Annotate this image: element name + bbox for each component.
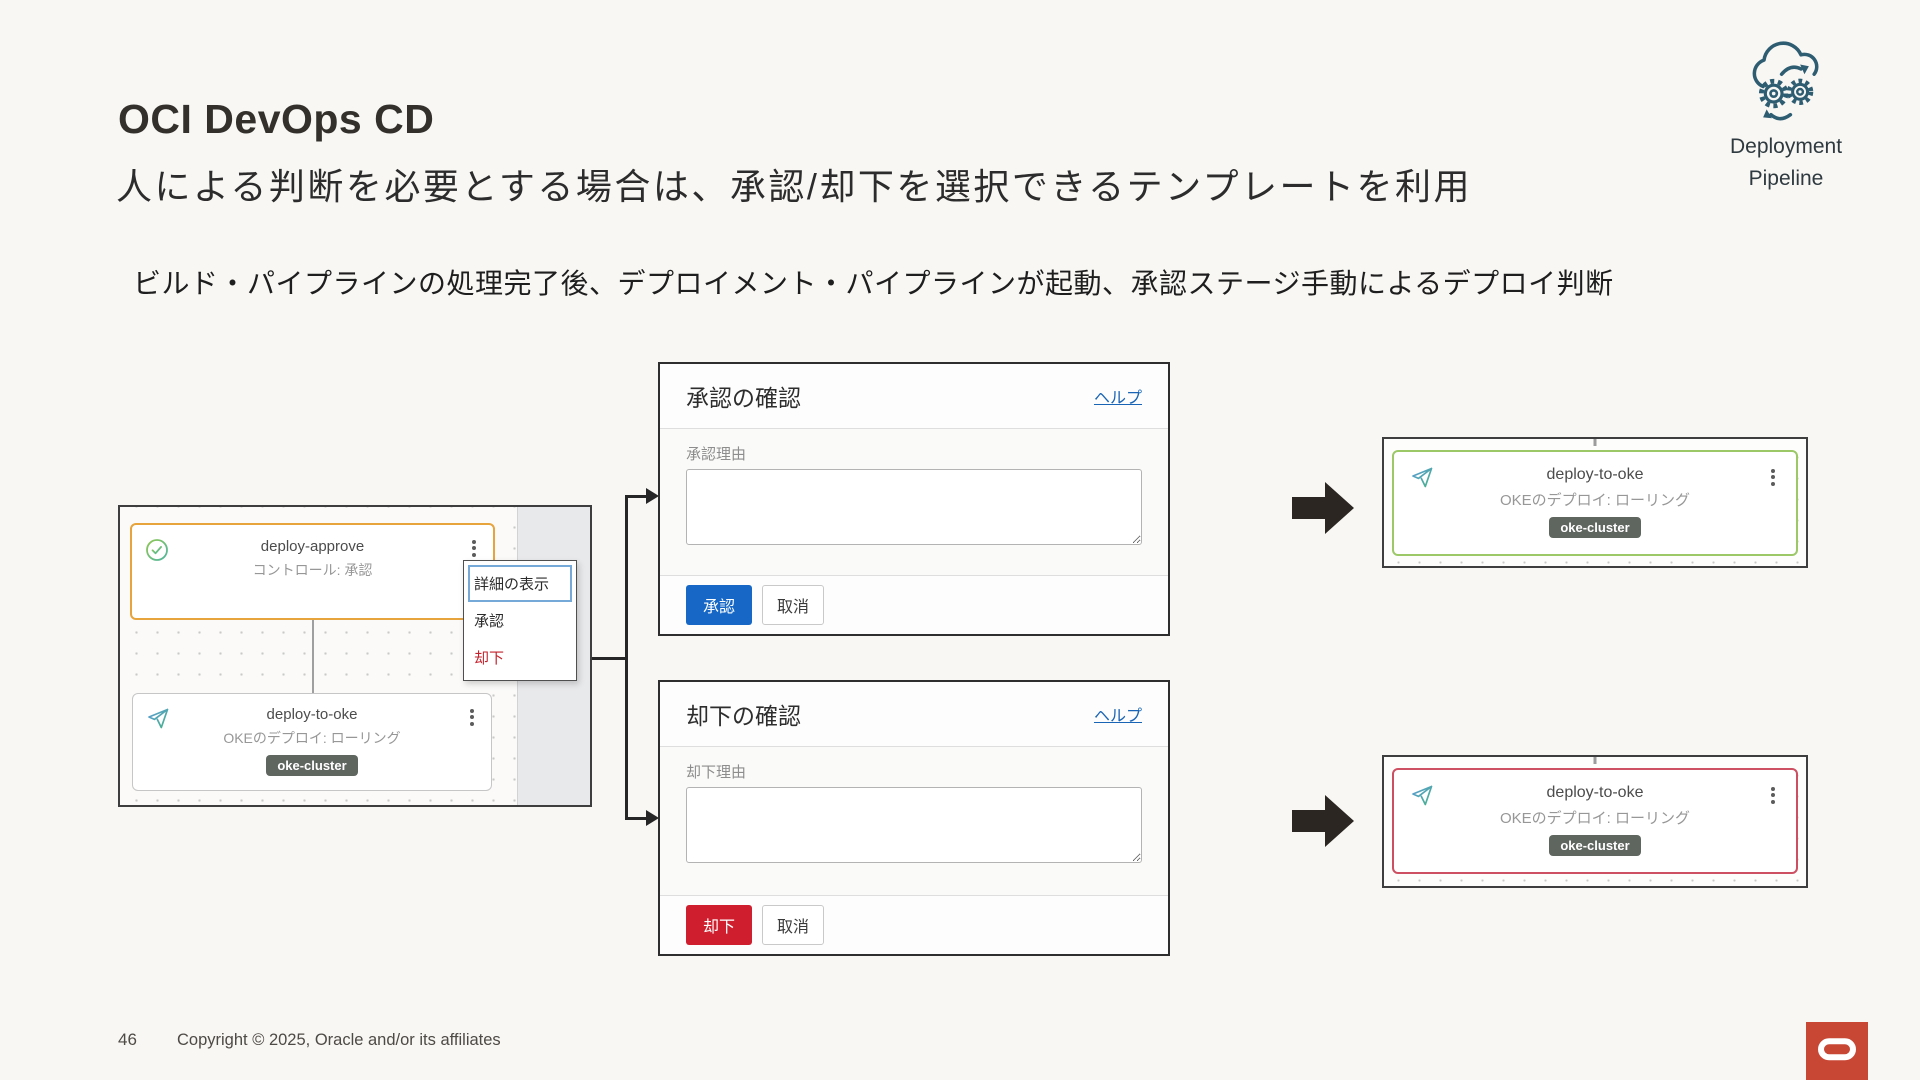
rejected-stage-card[interactable]: deploy-to-oke OKEのデプロイ: ローリング oke-cluste…: [1392, 768, 1798, 874]
stage-name: deploy-to-oke: [1546, 784, 1644, 801]
kebab-menu-icon[interactable]: [467, 537, 481, 559]
copyright-text: Copyright © 2025, Oracle and/or its affi…: [177, 1031, 501, 1049]
stage-type: OKEのデプロイ: ローリング: [223, 730, 401, 746]
kebab-menu-icon[interactable]: [1766, 784, 1780, 806]
deploy-plane-icon: [146, 707, 170, 736]
oracle-o-icon: [1818, 1038, 1856, 1061]
approved-stage-card[interactable]: deploy-to-oke OKEのデプロイ: ローリング oke-cluste…: [1392, 450, 1798, 556]
menu-item-approve[interactable]: 承認: [474, 613, 505, 630]
approval-reason-textarea[interactable]: [686, 469, 1142, 545]
page-description: ビルド・パイプラインの処理完了後、デプロイメント・パイプラインが起動、承認ステー…: [133, 268, 1614, 299]
flow-arrowhead-bottom: [646, 810, 659, 826]
rejection-dialog: 却下の確認 ヘルプ 却下理由 却下 取消: [658, 680, 1170, 956]
stage-context-menu: 詳細の表示 承認 却下: [463, 560, 577, 681]
oke-cluster-tag: oke-cluster: [1549, 517, 1641, 538]
stage-type: コントロール: 承認: [252, 562, 373, 578]
rejection-dialog-body: 却下理由: [660, 747, 1168, 896]
approval-reason-label: 承認理由: [686, 446, 747, 463]
menu-item-view-details[interactable]: 詳細の表示: [468, 565, 572, 602]
cancel-button[interactable]: 取消: [762, 905, 825, 945]
rejected-result-frame: deploy-to-oke OKEのデプロイ: ローリング oke-cluste…: [1382, 755, 1808, 888]
result-arrow-bottom: [1292, 795, 1354, 852]
stage-connector-line: [312, 620, 314, 693]
approve-button[interactable]: 承認: [686, 585, 753, 625]
approved-result-frame: deploy-to-oke OKEのデプロイ: ローリング oke-cluste…: [1382, 437, 1808, 568]
stage-name: deploy-approve: [260, 538, 365, 555]
badge-label-line2: Pipeline: [1748, 166, 1824, 190]
approval-dialog-footer: 承認 取消: [660, 576, 1168, 634]
help-link[interactable]: ヘルプ: [1093, 708, 1142, 725]
oke-cluster-tag: oke-cluster: [1549, 835, 1641, 856]
connector-tick: [1593, 757, 1597, 764]
deployment-pipeline-badge: Deployment Pipeline: [1688, 36, 1884, 194]
rejection-dialog-title: 却下の確認: [686, 703, 801, 729]
approval-dialog: 承認の確認 ヘルプ 承認理由 承認 取消: [658, 362, 1170, 636]
menu-item-reject[interactable]: 却下: [474, 650, 505, 667]
result-arrow-top: [1292, 482, 1354, 539]
page-title: OCI DevOps CD: [118, 96, 435, 142]
stage-name: deploy-to-oke: [266, 706, 358, 723]
stage-name: deploy-to-oke: [1546, 466, 1644, 483]
kebab-menu-icon[interactable]: [1766, 466, 1780, 488]
oke-cluster-tag: oke-cluster: [266, 755, 358, 776]
flow-line-vertical: [625, 495, 628, 820]
cloud-gears-pipeline-icon: [1688, 36, 1884, 130]
rejection-dialog-footer: 却下 取消: [660, 896, 1168, 954]
flow-line-bottom-arm: [625, 817, 647, 820]
badge-label-line1: Deployment: [1729, 135, 1843, 158]
connector-tick: [1593, 439, 1597, 446]
deploy-plane-icon: [1410, 784, 1434, 813]
kebab-menu-icon[interactable]: [465, 706, 479, 728]
flow-line-top-arm: [625, 495, 647, 498]
rejection-reason-label: 却下理由: [686, 764, 747, 781]
stage-card-deploy-approve[interactable]: deploy-approve コントロール: 承認: [130, 523, 495, 620]
approval-dialog-body: 承認理由: [660, 429, 1168, 576]
oracle-logo: [1806, 1022, 1868, 1080]
deploy-plane-icon: [1410, 466, 1434, 495]
stage-type: OKEのデプロイ: ローリング: [1499, 810, 1690, 827]
page-subtitle: 人による判断を必要とする場合は、承認/却下を選択できるテンプレートを利用: [116, 166, 1473, 207]
page-number: 46: [118, 1030, 137, 1049]
stage-type: OKEのデプロイ: ローリング: [1499, 492, 1690, 509]
flow-arrowhead-top: [646, 488, 659, 504]
cancel-button[interactable]: 取消: [762, 585, 825, 625]
check-circle-icon: [145, 538, 169, 567]
pipeline-canvas: deploy-approve コントロール: 承認 deploy-to-oke …: [118, 505, 592, 807]
rejection-dialog-header: 却下の確認 ヘルプ: [660, 682, 1168, 747]
reject-button[interactable]: 却下: [686, 905, 753, 945]
stage-card-deploy-to-oke[interactable]: deploy-to-oke OKEのデプロイ: ローリング oke-cluste…: [132, 693, 492, 791]
rejection-reason-textarea[interactable]: [686, 787, 1142, 863]
flow-line-stub: [592, 657, 627, 660]
approval-dialog-header: 承認の確認 ヘルプ: [660, 364, 1168, 429]
help-link[interactable]: ヘルプ: [1093, 390, 1142, 407]
approval-dialog-title: 承認の確認: [686, 385, 801, 411]
